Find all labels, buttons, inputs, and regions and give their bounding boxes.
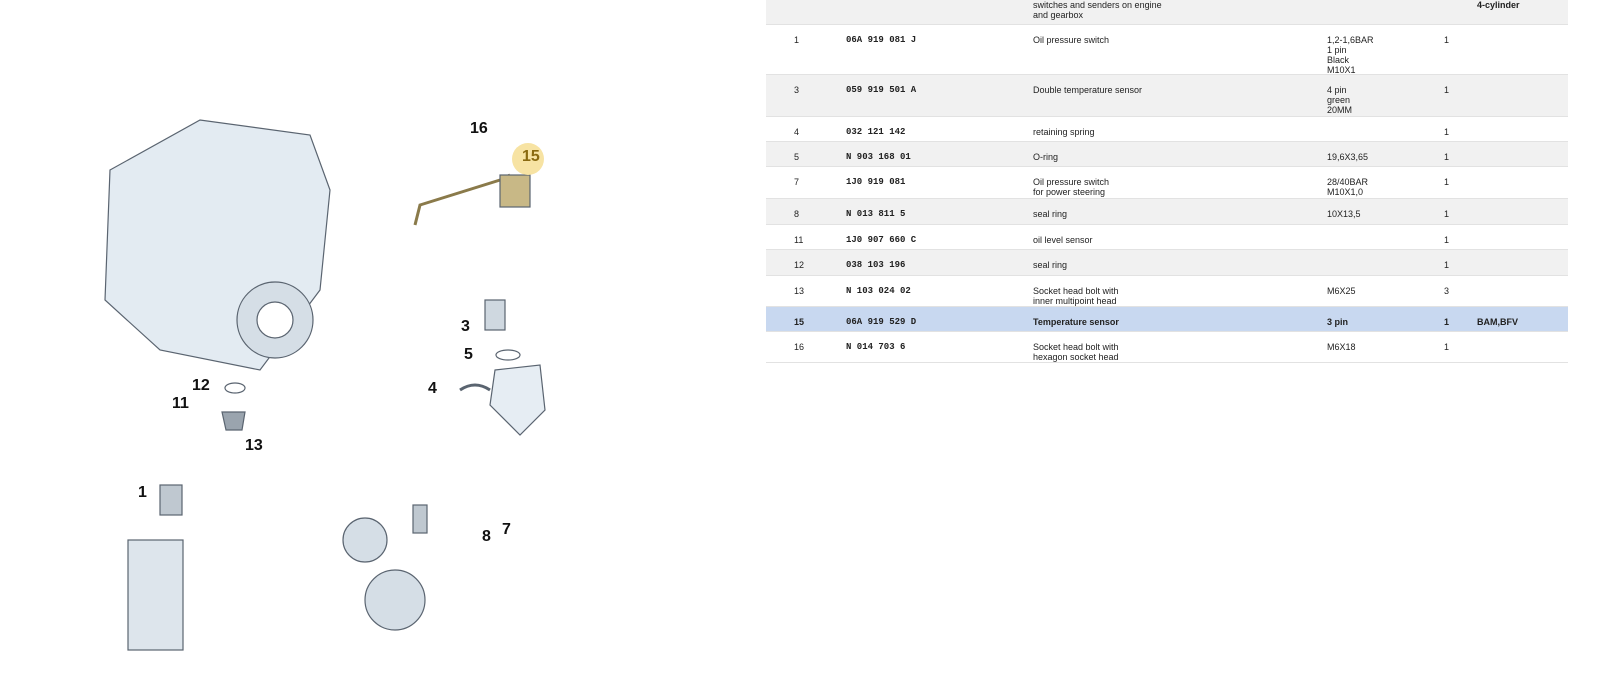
cell-position: 4 — [794, 127, 800, 137]
cell-position: 15 — [794, 317, 805, 327]
cell-note: 19,6X3,65 — [1327, 152, 1369, 162]
cell-description: O-ring — [1033, 152, 1059, 162]
cell-description: seal ring — [1033, 260, 1068, 270]
cell-description: Double temperature sensor — [1033, 85, 1143, 95]
cell-quantity: 1 — [1444, 177, 1450, 187]
table-row[interactable]: 13 N 103 024 02 Socket head bolt with inne… — [766, 276, 1568, 307]
cell-part-number: 038 103 196 — [846, 260, 906, 270]
cell-description: oil level sensor — [1033, 235, 1093, 245]
cell-position: 1 — [794, 35, 800, 45]
cell-part-number: 06A 919 529 D — [846, 317, 917, 327]
callout-7[interactable]: 7 — [502, 521, 511, 538]
callout-8[interactable]: 8 — [482, 528, 491, 545]
table-row[interactable]: 7 1J0 919 081 Oil pressure switch for powe… — [766, 167, 1568, 199]
cell-description: Oil pressure switch — [1033, 35, 1110, 45]
table-row[interactable]: 11 1J0 907 660 C oil level sensor 1 — [766, 225, 1568, 250]
callout-1[interactable]: 1 — [138, 484, 147, 501]
engine-illustration — [104, 119, 546, 651]
cell-quantity: 1 — [1444, 209, 1450, 219]
cell-position: 7 — [794, 177, 800, 187]
cell-quantity: 1 — [1444, 152, 1450, 162]
callout-11[interactable]: 11 — [172, 395, 189, 412]
table-row[interactable]: 1 06A 919 081 J Oil pressure switch 1,2-1,6… — [766, 25, 1568, 75]
cell-part-number: N 903 168 01 — [846, 152, 911, 162]
cell-part-number: N 014 703 6 — [846, 342, 906, 352]
table-row[interactable]: 4 032 121 142 retaining spring 1 — [766, 117, 1568, 142]
cell-part-number: 06A 919 081 J — [846, 35, 917, 45]
parts-diagram: 16 15 3 5 4 12 11 13 1 7 8 — [0, 0, 766, 691]
cell-position: 5 — [794, 152, 800, 162]
callout-13[interactable]: 13 — [245, 437, 263, 454]
cell-part-number: 1J0 907 660 C — [846, 235, 917, 245]
table-header-row: switches and senders on engine and gearb… — [766, 0, 1568, 25]
cell-position: 13 — [794, 286, 805, 296]
table-row[interactable]: 16 N 014 703 6 Socket head bolt with hexag… — [766, 332, 1568, 363]
cell-part-number: N 103 024 02 — [846, 286, 911, 296]
cell-quantity: 1 — [1444, 317, 1450, 327]
callout-3[interactable]: 3 — [461, 318, 470, 335]
cell-note: 3 pin — [1327, 317, 1349, 327]
cell-part-number: N 013 811 5 — [846, 209, 906, 219]
cell-position: 16 — [794, 342, 805, 352]
cell-quantity: 1 — [1444, 342, 1450, 352]
cell-position: 8 — [794, 209, 800, 219]
cell-note: M6X18 — [1327, 342, 1356, 352]
parts-table: switches and senders on engine and gearb… — [766, 0, 1568, 363]
table-row[interactable]: 3 059 919 501 A Double temperature sensor 4… — [766, 75, 1568, 117]
cell-quantity: 1 — [1444, 35, 1450, 45]
callout-15[interactable]: 15 — [522, 148, 540, 165]
cell-note: 10X13,5 — [1327, 209, 1361, 219]
cell-quantity: 1 — [1444, 260, 1450, 270]
cell-position: 3 — [794, 85, 800, 95]
cell-description: Temperature sensor — [1033, 317, 1119, 327]
callout-4[interactable]: 4 — [428, 380, 437, 397]
table-row[interactable]: 15 06A 919 529 D Temperature sensor 3 pin 1 B… — [766, 307, 1568, 332]
cell-quantity: 1 — [1444, 235, 1450, 245]
cell-model: BAM,BFV — [1477, 317, 1518, 327]
cell-note: 28/40BAR M10X1,0 — [1327, 177, 1369, 197]
cell-description: Socket head bolt with hexagon socket hea… — [1033, 342, 1119, 362]
callout-5[interactable]: 5 — [464, 346, 473, 363]
cell-quantity: 3 — [1444, 286, 1450, 296]
table-row[interactable]: 12 038 103 196 seal ring 1 — [766, 250, 1568, 276]
cell-note: M6X25 — [1327, 286, 1356, 296]
cell-part-number: 1J0 919 081 — [846, 177, 906, 187]
cell-position: 11 — [794, 235, 804, 245]
callout-highlight — [512, 143, 544, 175]
table-row[interactable]: 8 N 013 811 5 seal ring 10X13,5 1 — [766, 199, 1568, 225]
cell-position: 12 — [794, 260, 805, 270]
cell-quantity: 1 — [1444, 85, 1450, 95]
cell-description: seal ring — [1033, 209, 1068, 219]
cell-description: retaining spring — [1033, 127, 1095, 137]
header-model: 4-cylinder — [1477, 0, 1520, 10]
cell-quantity: 1 — [1444, 127, 1450, 137]
cell-part-number: 059 919 501 A — [846, 85, 917, 95]
callout-16[interactable]: 16 — [470, 120, 488, 137]
table-row[interactable]: 5 N 903 168 01 O-ring 19,6X3,65 1 — [766, 142, 1568, 167]
cell-description: Oil pressure switch for power steering — [1033, 177, 1110, 197]
cell-note: 1,2-1,6BAR 1 pin Black M10X1 — [1327, 35, 1374, 75]
header-description: switches and senders on engine and gearb… — [1033, 0, 1162, 20]
cell-description: Socket head bolt with inner multipoint h… — [1033, 286, 1119, 306]
cell-part-number: 032 121 142 — [846, 127, 906, 137]
cell-note: 4 pin green 20MM — [1327, 85, 1353, 115]
callout-12[interactable]: 12 — [192, 377, 210, 394]
